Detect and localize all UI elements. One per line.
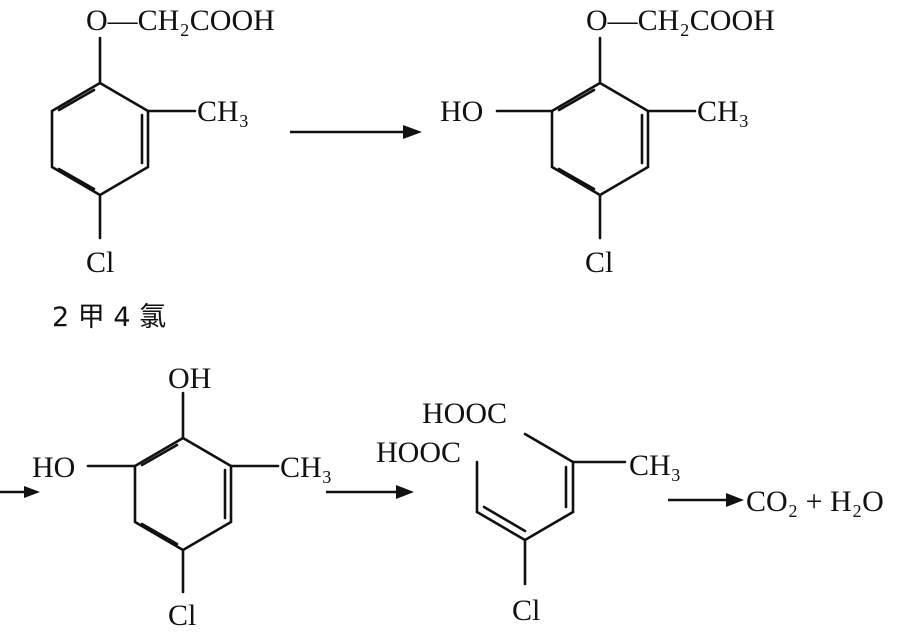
double-bond xyxy=(482,505,527,533)
double-bond xyxy=(140,443,179,467)
benzene-ring xyxy=(133,436,233,552)
final-products: CO₂ + H₂O xyxy=(746,485,884,518)
methyl-label: CH₃ xyxy=(697,95,749,128)
reaction-arrow-4 xyxy=(668,493,744,507)
bond-c5-c6 xyxy=(523,432,575,464)
top-hydroxyl-label: OH xyxy=(168,362,211,395)
chlorine-label: Cl xyxy=(86,246,114,279)
double-bond xyxy=(557,88,596,112)
double-bond xyxy=(57,167,96,191)
compound-name-caption: 2 甲 4 氯 xyxy=(52,302,166,333)
benzene-ring xyxy=(50,81,150,197)
methyl-label: CH₃ xyxy=(197,95,249,128)
methyl-label: CH₃ xyxy=(280,451,332,484)
chlorine-label: Cl xyxy=(512,594,540,627)
molecule-catechol-derivative: OH HO CH₃ Cl xyxy=(32,362,332,632)
reaction-arrow-1 xyxy=(290,125,422,139)
molecule-hydroxylated-mcpa: O—CH₂COOH HO CH₃ Cl xyxy=(440,4,775,279)
benzene-ring xyxy=(550,81,650,197)
reaction-arrow-3 xyxy=(326,485,414,499)
hydroxyl-label: HO xyxy=(32,451,75,484)
double-bond xyxy=(557,167,596,191)
hydroxyl-label: HO xyxy=(440,95,483,128)
chlorine-label: Cl xyxy=(585,246,613,279)
carboxyl-left-label: HOOC xyxy=(376,436,461,469)
chlorine-label: Cl xyxy=(168,599,196,632)
molecule-diacid: HOOC HOOC CH₃ Cl xyxy=(376,397,681,627)
reaction-arrow-2 xyxy=(0,486,40,498)
bond-c2-c3 xyxy=(475,510,527,542)
double-bond xyxy=(140,522,179,546)
molecule-mcpa: O—CH₂COOH CH₃ Cl 2 甲 4 氯 xyxy=(50,4,275,333)
ether-carboxyl-group: O—CH₂COOH xyxy=(586,4,775,37)
methyl-label: CH₃ xyxy=(629,449,681,482)
bond-c3-c4 xyxy=(523,510,575,542)
double-bond xyxy=(57,88,96,112)
ether-carboxyl-group: O—CH₂COOH xyxy=(86,4,275,37)
carboxyl-top-label: HOOC xyxy=(422,397,507,430)
